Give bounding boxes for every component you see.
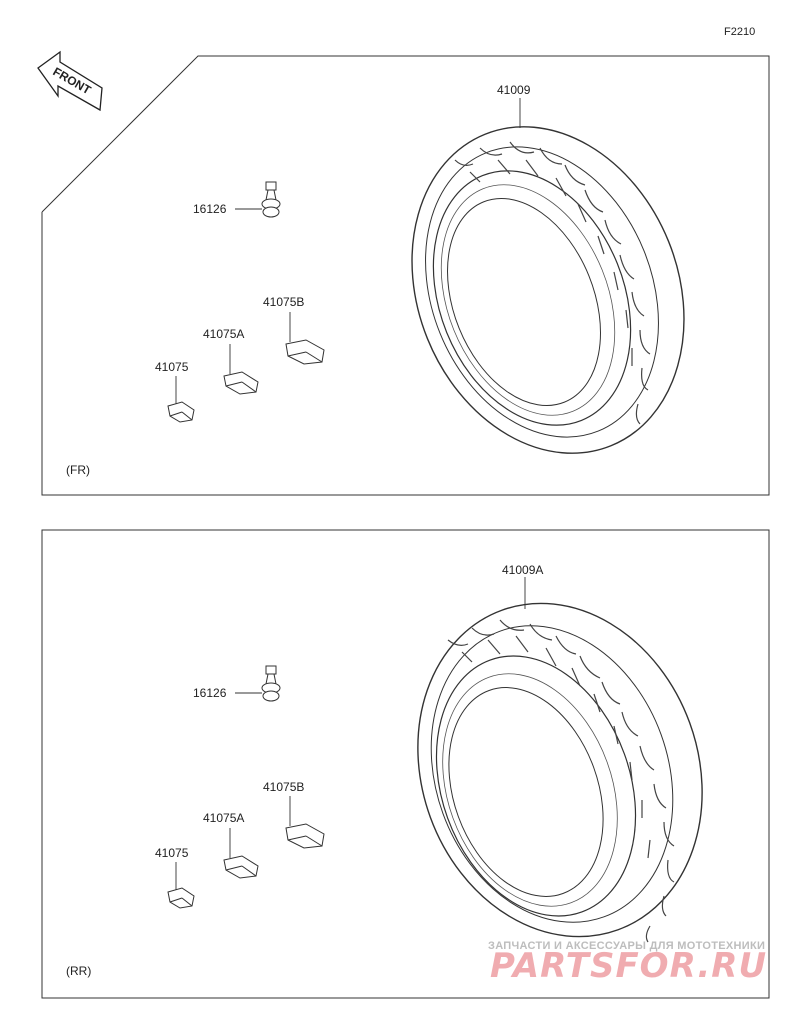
watermark-brand: PARTSFOR.RU (490, 946, 768, 986)
rear-weight-part-number: 41075 (155, 846, 189, 860)
front-section-label: (FR) (66, 463, 90, 477)
front-valve: 16126 (193, 181, 281, 218)
rear-valve: 16126 (193, 665, 281, 702)
rear-weight-a: 41075A (203, 811, 259, 879)
diagram-code: F2210 (724, 26, 756, 38)
rear-valve-part-number: 16126 (193, 686, 227, 700)
front-valve-part-number: 16126 (193, 202, 227, 216)
front-panel: 41009 16126 41075B 41075A (41, 55, 770, 496)
front-weight-part-number: 41075 (155, 360, 189, 374)
rear-weight-b-part-number: 41075B (263, 780, 304, 794)
watermark-tagline: ЗАПЧАСТИ И АКСЕССУАРЫ ДЛЯ МОТОТЕХНИКИ (488, 940, 766, 952)
rear-tire: 41009A (417, 563, 703, 943)
rear-weight-a-part-number: 41075A (203, 811, 244, 825)
rear-section-label: (RR) (66, 964, 91, 978)
front-tire-part-number: 41009 (497, 83, 531, 97)
rear-weight-b: 41075B (263, 780, 325, 849)
rear-panel: 41009A 16126 41075B 41075A 41075 (41, 529, 770, 999)
front-weight-a: 41075A (203, 327, 259, 395)
front-weight: 41075 (155, 360, 195, 423)
front-tire: 41009 (411, 83, 685, 454)
front-arrow-icon: FRONT (37, 50, 103, 112)
rear-weight: 41075 (155, 846, 195, 909)
front-weight-b: 41075B (263, 295, 325, 365)
rear-tire-part-number: 41009A (502, 563, 543, 577)
front-weight-b-part-number: 41075B (263, 295, 304, 309)
front-weight-a-part-number: 41075A (203, 327, 244, 341)
